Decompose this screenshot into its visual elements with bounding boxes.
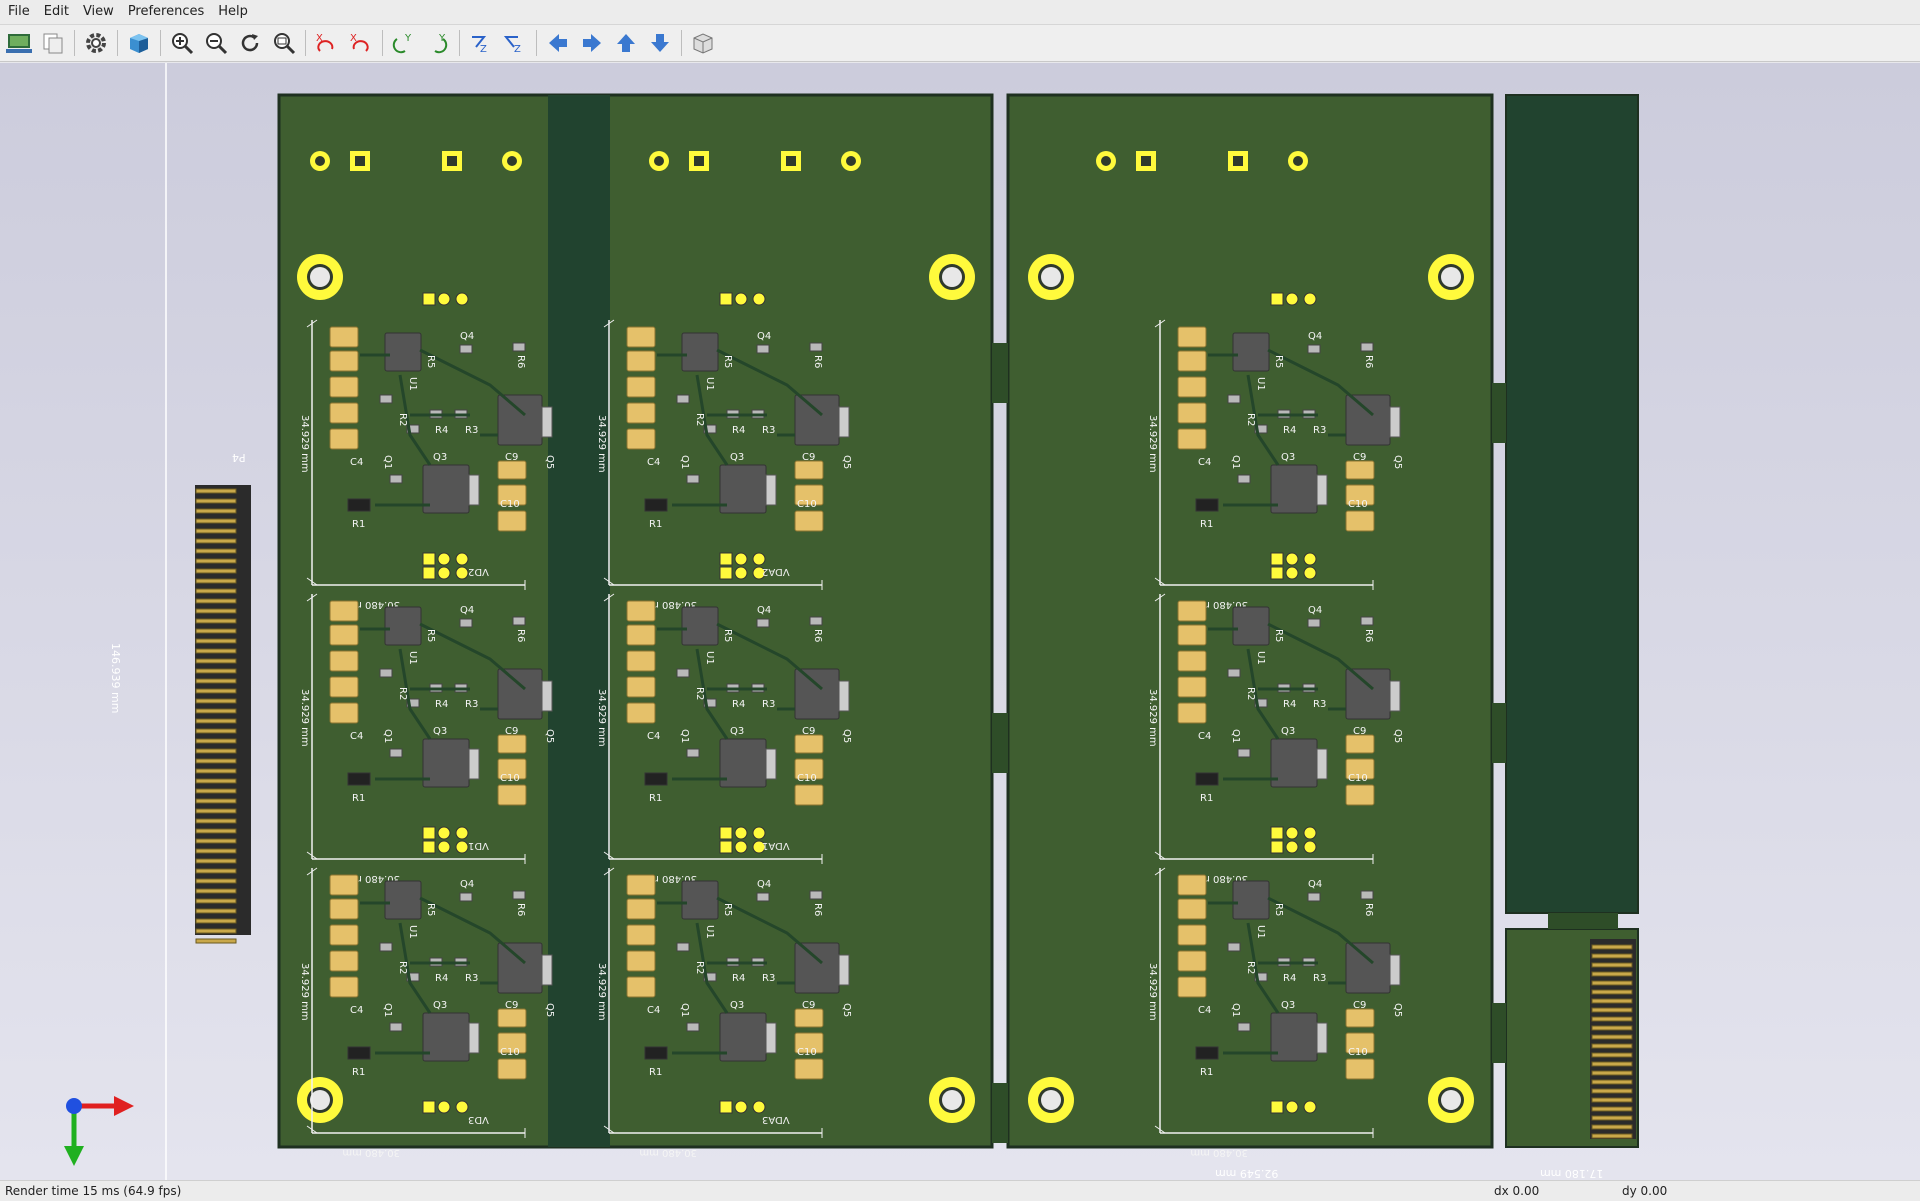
- axis-triad: [64, 1096, 134, 1166]
- menu-help[interactable]: Help: [218, 4, 248, 19]
- toolbar-separator: [382, 30, 383, 56]
- toolbar-separator: [74, 30, 75, 56]
- toolbar-separator: [305, 30, 306, 56]
- 3d-viewport[interactable]: R5 U1 R6 Q4 Q5 R4 R3 C4 Q3 C9 R1 C10 Q1 …: [0, 63, 1920, 1180]
- toolbar-separator: [160, 30, 161, 56]
- dy-readout: dy 0.00: [1622, 1184, 1668, 1198]
- menu-file[interactable]: File: [8, 4, 30, 19]
- zoom-in-icon[interactable]: [167, 28, 197, 58]
- rotate-y-cw-icon[interactable]: Y: [389, 28, 419, 58]
- bottom-dimension-left: 92.549 mm: [1215, 1167, 1279, 1180]
- pcb-render: R5 U1 R6 Q4 Q5 R4 R3 C4 Q3 C9 R1 C10 Q1 …: [64, 63, 1639, 1180]
- connector-label-p4: P4: [232, 451, 246, 464]
- ortho-view-icon[interactable]: [688, 28, 718, 58]
- zoom-out-icon[interactable]: [201, 28, 231, 58]
- svg-text:Z: Z: [480, 44, 487, 55]
- svg-text:Y: Y: [404, 33, 412, 44]
- pin-header-right: [1590, 939, 1636, 1139]
- move-right-icon[interactable]: [577, 28, 607, 58]
- settings-icon[interactable]: [81, 28, 111, 58]
- copy-icon[interactable]: [38, 28, 68, 58]
- rotate-y-ccw-icon[interactable]: Y: [423, 28, 453, 58]
- dx-readout: dx 0.00: [1494, 1184, 1540, 1198]
- pin-header-p4: [195, 485, 251, 944]
- menu-view[interactable]: View: [82, 4, 114, 19]
- toolbar-separator: [117, 30, 118, 56]
- vertical-dimension-label: 146.939 mm: [109, 643, 122, 714]
- menu-edit[interactable]: Edit: [43, 4, 69, 19]
- rotate-x-cw-icon[interactable]: X: [312, 28, 342, 58]
- zoom-redraw-icon[interactable]: [235, 28, 265, 58]
- menu-bar: File Edit View Preferences Help: [0, 0, 1920, 25]
- status-bar: Render time 15 ms (64.9 fps) dx 0.00 dy …: [0, 1180, 1920, 1201]
- module-label-vda2: VDA2: [762, 566, 790, 577]
- 3d-render-icon[interactable]: [124, 28, 154, 58]
- toolbar-separator: [459, 30, 460, 56]
- rotate-z-cw-icon[interactable]: Z: [466, 28, 496, 58]
- pcbnew-icon[interactable]: [4, 28, 34, 58]
- svg-text:X: X: [316, 33, 323, 44]
- move-left-icon[interactable]: [543, 28, 573, 58]
- zoom-fit-icon[interactable]: [269, 28, 299, 58]
- pcb-dark-strip: [1505, 94, 1639, 914]
- rotate-x-ccw-icon[interactable]: X: [346, 28, 376, 58]
- rotate-z-ccw-icon[interactable]: Z: [500, 28, 530, 58]
- bottom-dimension-right: 17.180 mm: [1540, 1167, 1604, 1180]
- toolbar: X X Y Y Z Z: [0, 25, 1920, 62]
- svg-text:X: X: [350, 33, 357, 44]
- move-down-icon[interactable]: [645, 28, 675, 58]
- module-label-vd1: VD1: [468, 840, 489, 851]
- module-label-vd2: VD2: [468, 566, 489, 577]
- svg-text:Z: Z: [514, 44, 521, 55]
- module-label-vda3: VDA3: [762, 1114, 790, 1125]
- svg-text:Y: Y: [438, 33, 446, 44]
- toolbar-separator: [536, 30, 537, 56]
- module-label-vd3: VD3: [468, 1114, 489, 1125]
- toolbar-separator: [681, 30, 682, 56]
- move-up-icon[interactable]: [611, 28, 641, 58]
- menu-preferences[interactable]: Preferences: [127, 4, 205, 19]
- module-label-vda1: VDA1: [762, 840, 790, 851]
- render-time-text: Render time 15 ms (64.9 fps): [5, 1184, 182, 1198]
